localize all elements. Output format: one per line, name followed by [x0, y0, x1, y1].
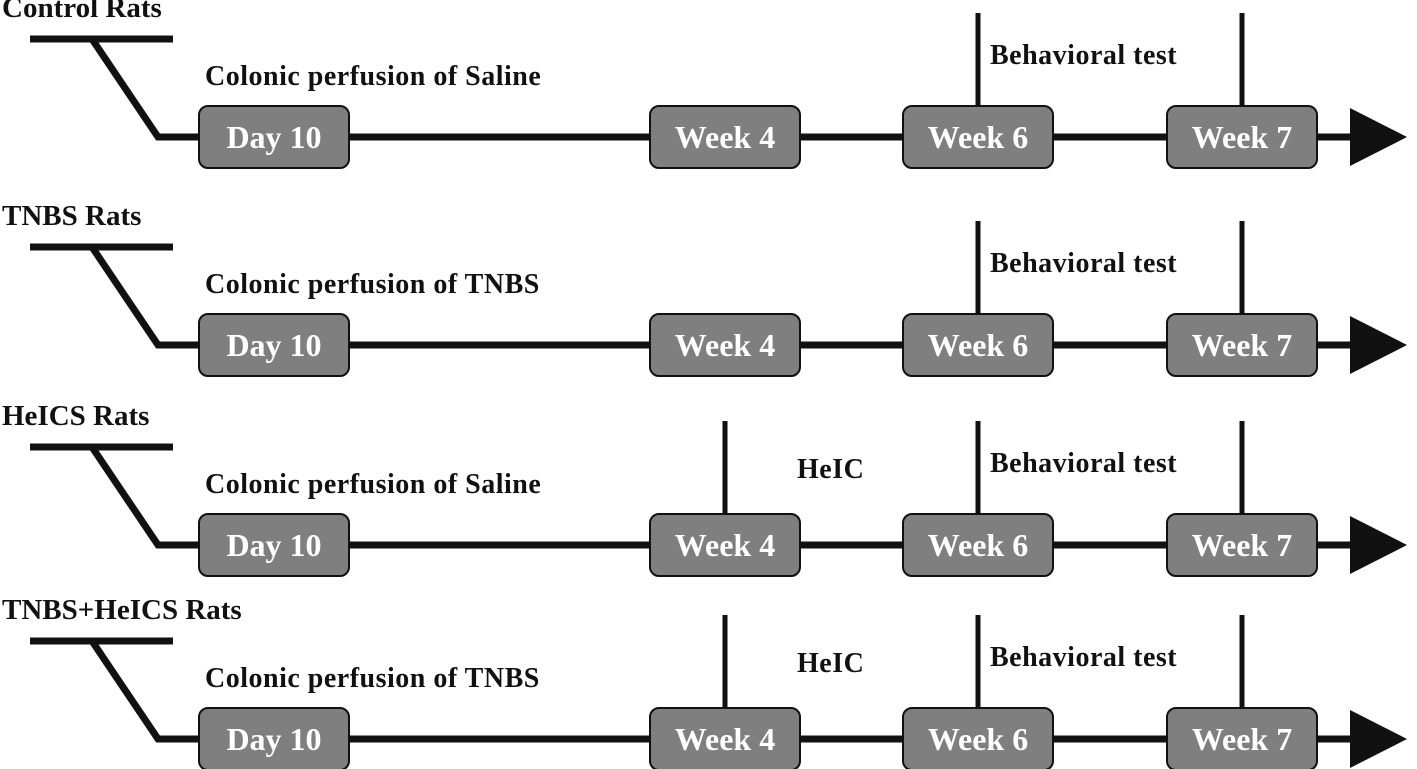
- event-label: Behavioral test: [990, 248, 1177, 279]
- connector-line: [89, 37, 200, 141]
- time-box: [902, 707, 1054, 769]
- perfusion-label: Colonic perfusion of TNBS: [205, 269, 540, 300]
- time-box: [1166, 707, 1318, 769]
- time-box: [198, 313, 350, 377]
- event-label: Behavioral test: [990, 40, 1177, 71]
- event-label: Behavioral test: [990, 642, 1177, 673]
- time-box-label: Week 7: [1192, 119, 1292, 155]
- time-box: [1166, 513, 1318, 577]
- time-box: [649, 513, 801, 577]
- time-box-label: Day 10: [226, 527, 321, 563]
- event-label: Behavioral test: [990, 448, 1177, 479]
- event-label: HeIC: [797, 454, 864, 485]
- time-box-label: Week 4: [675, 721, 775, 757]
- group-title: TNBS+HeICS Rats: [2, 594, 242, 626]
- time-box-label: Week 6: [928, 527, 1028, 563]
- connector-line: [89, 245, 200, 349]
- time-box-label: Day 10: [226, 119, 321, 155]
- connector-line: [89, 445, 200, 549]
- perfusion-label: Colonic perfusion of TNBS: [205, 663, 540, 694]
- time-box-label: Week 6: [928, 119, 1028, 155]
- time-box-label: Day 10: [226, 721, 321, 757]
- time-box: [902, 105, 1054, 169]
- time-box-label: Week 7: [1192, 527, 1292, 563]
- arrow-head: [1350, 710, 1407, 768]
- group-title: TNBS Rats: [2, 200, 141, 232]
- time-box: [649, 313, 801, 377]
- time-box-label: Day 10: [226, 327, 321, 363]
- event-label: HeIC: [797, 648, 864, 679]
- perfusion-label: Colonic perfusion of Saline: [205, 61, 541, 92]
- time-box: [902, 513, 1054, 577]
- time-box: [198, 105, 350, 169]
- arrow-head: [1350, 108, 1407, 166]
- time-box-label: Week 4: [675, 327, 775, 363]
- arrow-head: [1350, 516, 1407, 574]
- perfusion-label: Colonic perfusion of Saline: [205, 469, 541, 500]
- group-title: HeICS Rats: [2, 400, 149, 432]
- time-box: [902, 313, 1054, 377]
- time-box-label: Week 7: [1192, 721, 1292, 757]
- time-box: [198, 513, 350, 577]
- arrow-head: [1350, 316, 1407, 374]
- time-box-label: Week 4: [675, 119, 775, 155]
- time-box-label: Week 6: [928, 327, 1028, 363]
- time-box: [1166, 105, 1318, 169]
- time-box-label: Week 4: [675, 527, 775, 563]
- time-box: [198, 707, 350, 769]
- time-box-label: Week 6: [928, 721, 1028, 757]
- time-box: [1166, 313, 1318, 377]
- time-box: [649, 707, 801, 769]
- connector-line: [89, 639, 200, 743]
- time-box: [649, 105, 801, 169]
- group-title: Control Rats: [2, 0, 162, 24]
- time-box-label: Week 7: [1192, 327, 1292, 363]
